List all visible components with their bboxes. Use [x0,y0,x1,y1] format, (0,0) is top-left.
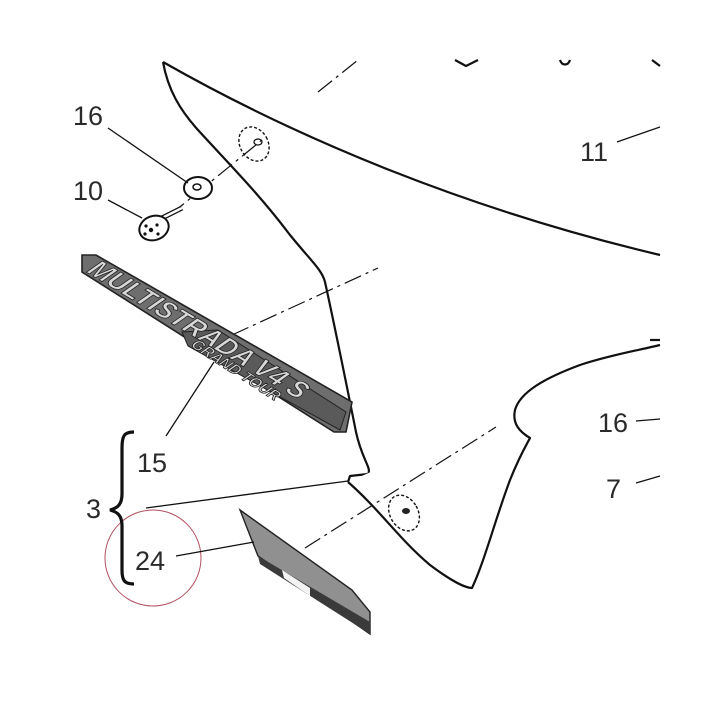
decal-line1: MULTISTRADA V4 S [82,255,317,405]
upper-fairing-corner [651,59,661,67]
callout-24: 24 [135,546,165,576]
model-decal: MULTISTRADA V4 S GRAND TOUR [81,254,353,433]
upper-fairing-tick [558,59,572,66]
callout-7: 7 [606,474,621,504]
group-brace [109,430,135,586]
screw [138,205,184,242]
washer [183,176,213,200]
callout-15: 15 [137,448,167,478]
callout-11: 11 [580,137,608,167]
leader-10 [107,199,143,219]
upper-fairing-panel [163,60,660,482]
axis-screw [169,139,263,216]
upper-fairing-edge [162,61,661,257]
highlight-circle [104,509,202,607]
leader-3 [145,480,349,509]
callout-10: 10 [73,176,103,206]
side-sticker [238,508,371,636]
callout-16-top: 16 [73,101,103,131]
leader-7 [635,475,661,484]
upper-fairing-outline [161,61,370,483]
callout-16-right: 16 [598,408,628,438]
leader-24 [175,541,255,557]
leader-15 [165,361,215,437]
axis-decal-15 [231,267,379,336]
callout-3: 3 [86,494,101,524]
axis-upper-panel [317,59,359,93]
axis-sticker-24 [304,426,497,549]
mount-hole-lower [387,494,421,532]
leader-16-right [635,418,661,422]
lower-fairing-panel [347,343,661,590]
leader-16-top [107,127,189,184]
upper-fairing-slot [454,59,479,68]
leader-11 [616,126,661,143]
